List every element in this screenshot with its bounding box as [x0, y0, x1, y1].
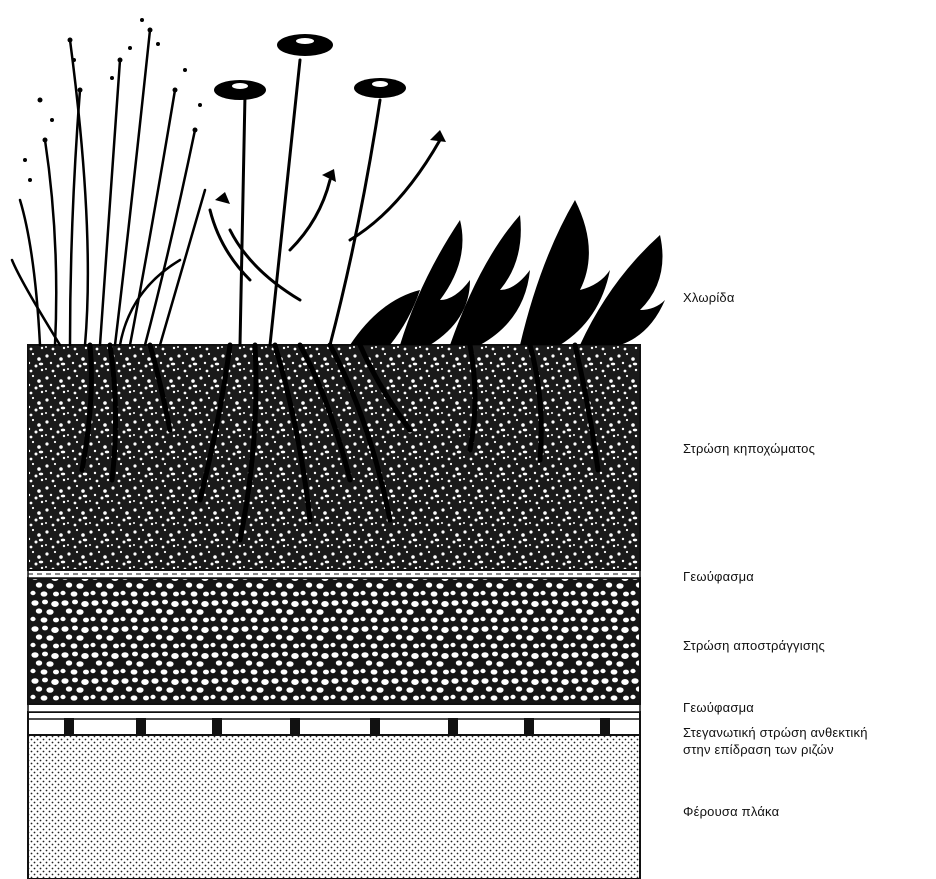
label-structural-slab: Φέρουσα πλάκα — [683, 804, 779, 819]
label-geotextile-top: Γεωύφασμα — [683, 569, 754, 584]
label-waterproof-line1: Στεγανωτική στρώση ανθεκτική — [683, 725, 868, 740]
waterproof-layer — [28, 712, 640, 735]
label-waterproof-line2: στην επίδραση των ριζών — [683, 742, 834, 757]
structural-slab-layer — [28, 735, 640, 879]
soil-layer — [28, 345, 640, 570]
label-flora: Χλωρίδα — [683, 290, 735, 305]
flora-grasses — [12, 30, 205, 345]
label-geotextile-bottom: Γεωύφασμα — [683, 700, 754, 715]
geotextile-top-layer — [28, 570, 640, 578]
flora-ferns — [350, 200, 665, 345]
drainage-layer — [28, 578, 640, 704]
geotextile-bottom-layer — [28, 704, 640, 712]
label-drainage-layer: Στρώση αποστράγγισης — [683, 638, 825, 653]
label-soil-layer: Στρώση κηποχώματος — [683, 441, 815, 456]
